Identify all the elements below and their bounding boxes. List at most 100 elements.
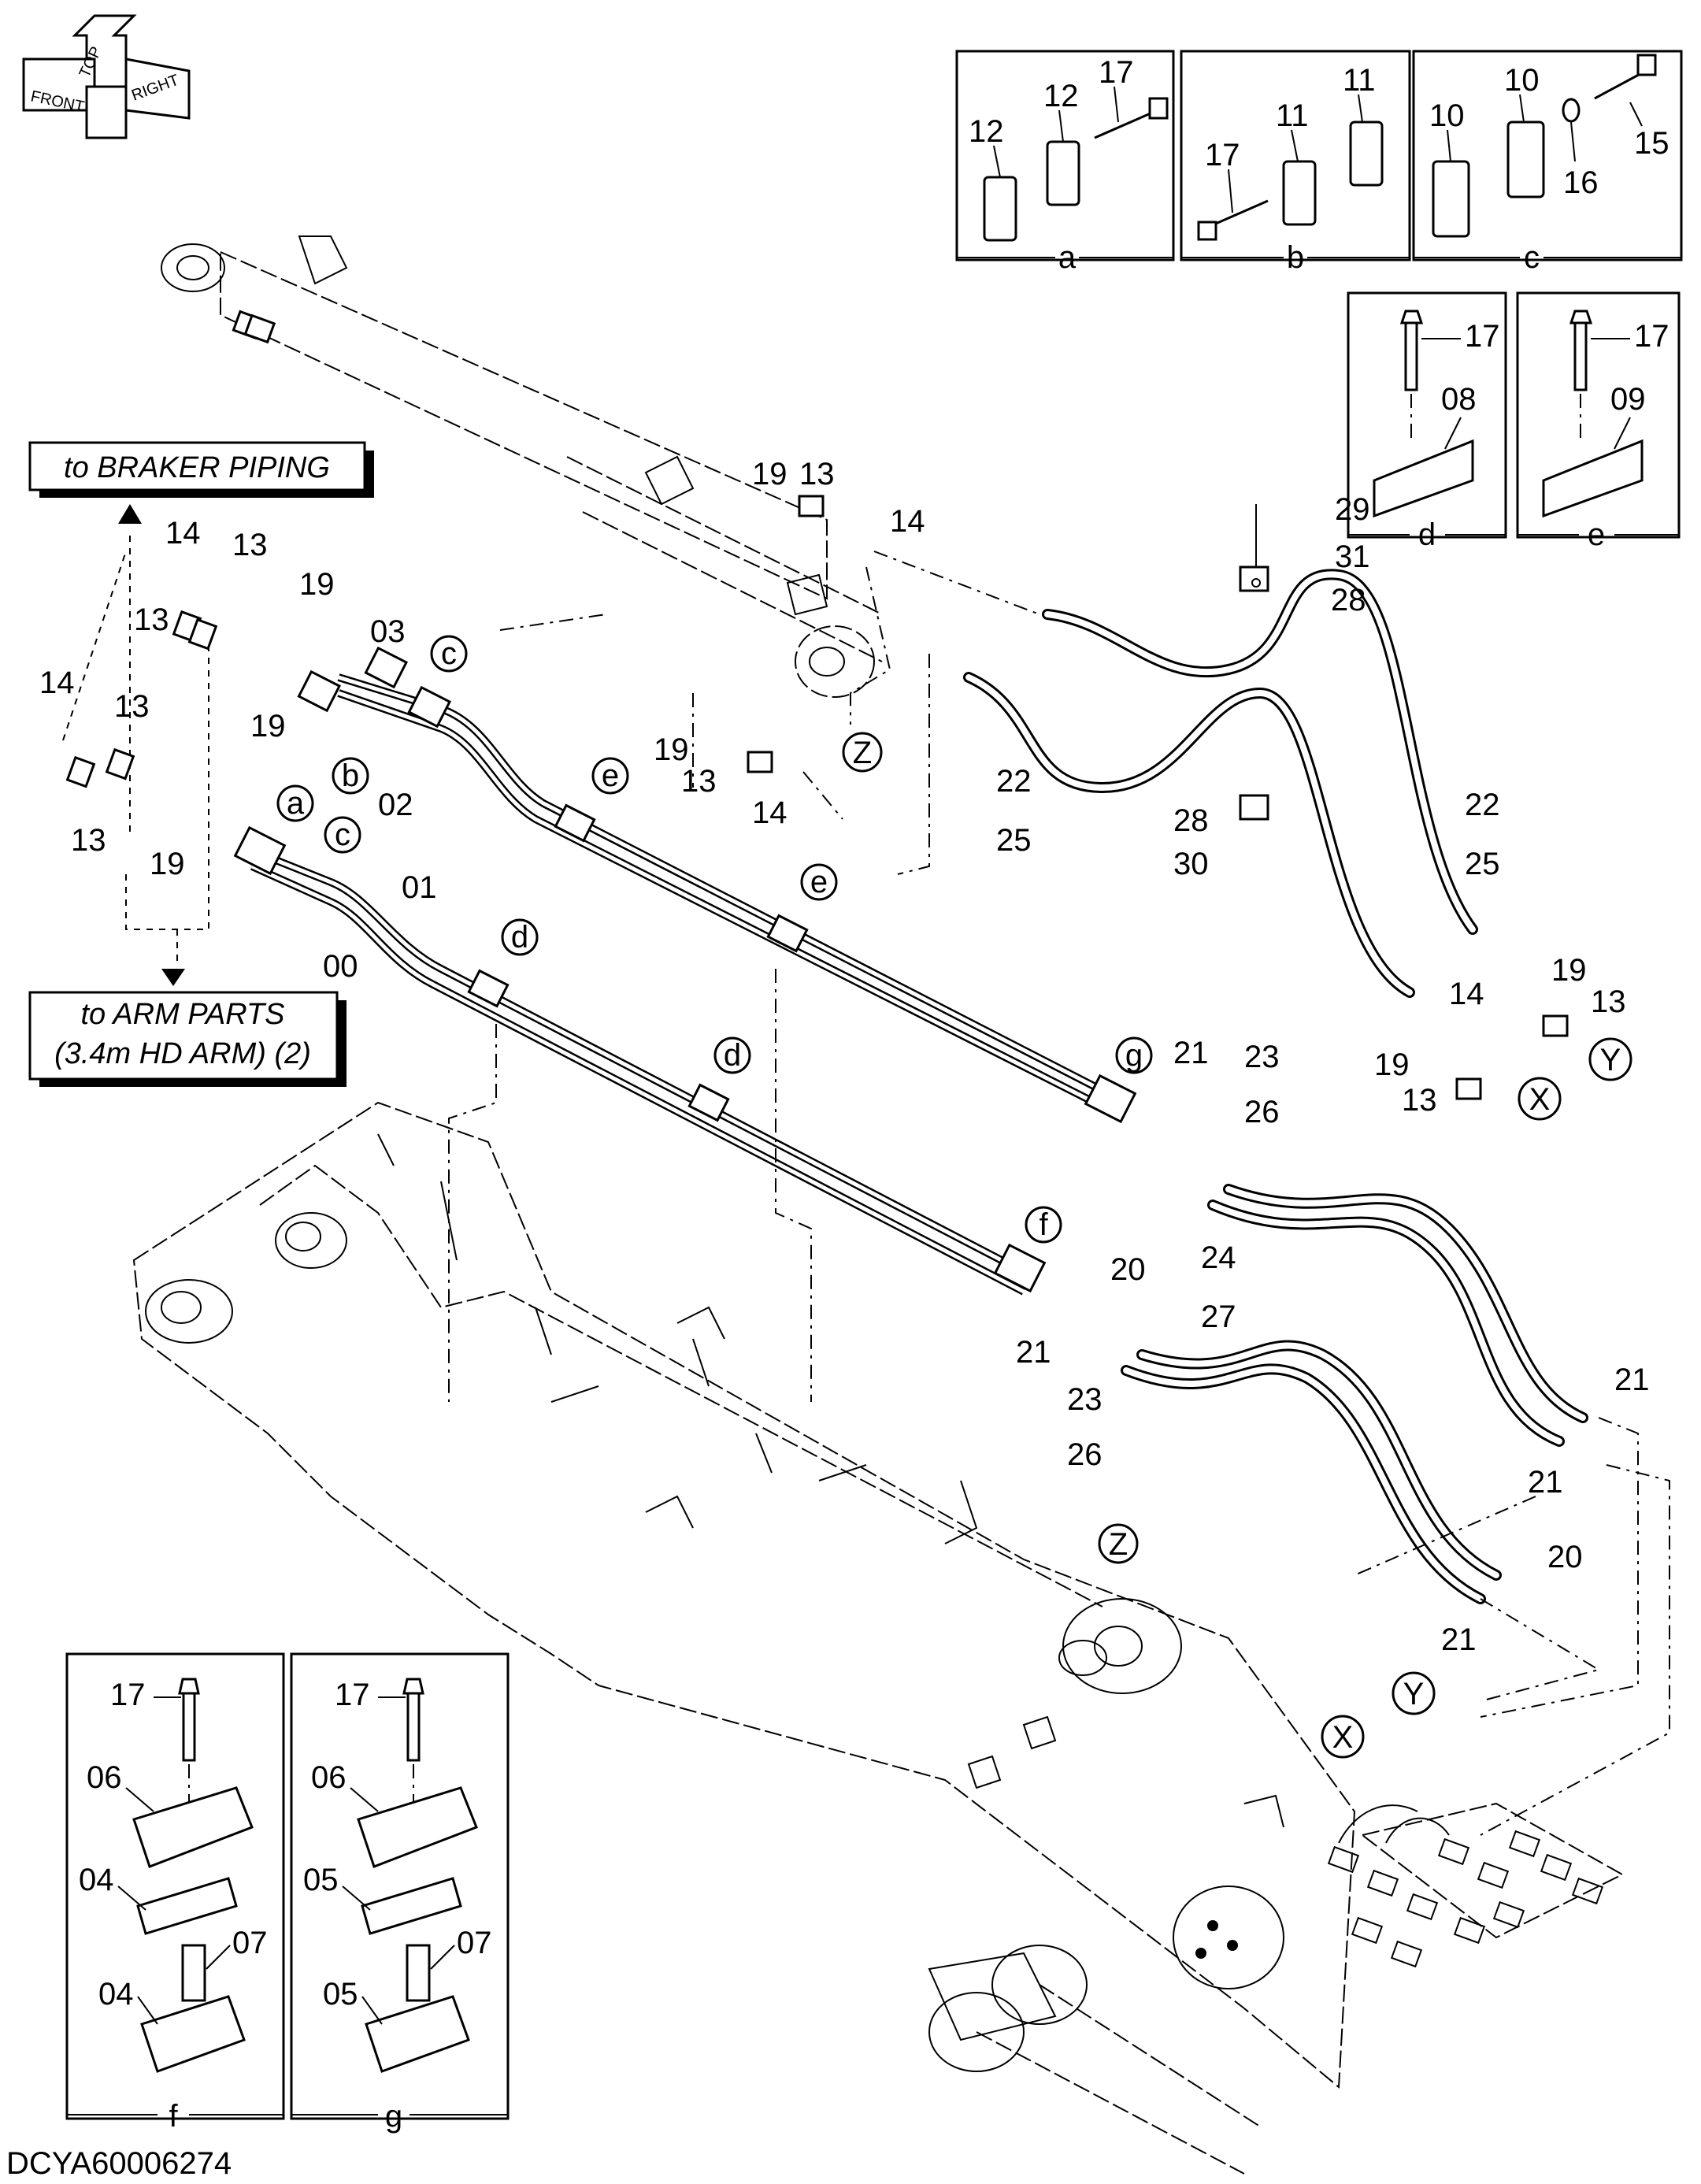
detail-d-caption: d — [1418, 517, 1436, 552]
detail-f-caption: f — [169, 2099, 178, 2134]
part-number-label: 21 — [1441, 1622, 1477, 1657]
part-number-label: 23 — [1244, 1040, 1280, 1074]
detail-box-g: g 17 06 05 07 05 — [290, 1652, 510, 2134]
part-number-label: 02 — [378, 788, 413, 822]
detail-c-caption: c — [1524, 240, 1540, 275]
part-number-label: 24 — [1201, 1240, 1236, 1275]
part-number-label: 21 — [1016, 1335, 1051, 1370]
svg-text:05: 05 — [303, 1863, 339, 1897]
svg-text:16: 16 — [1563, 165, 1599, 200]
part-number-label: 13 — [1591, 984, 1626, 1019]
control-valve-cluster — [1327, 1802, 1625, 1968]
part-number-label: 25 — [1465, 847, 1500, 881]
detail-b-caption: b — [1287, 240, 1304, 275]
part-number-label: 31 — [1335, 540, 1370, 574]
marker-d-lower: d — [724, 1038, 741, 1073]
svg-text:04: 04 — [79, 1863, 114, 1897]
detail-box-d: d 17 08 — [1347, 291, 1507, 552]
part-number-label: 14 — [752, 795, 788, 830]
svg-text:09: 09 — [1610, 382, 1646, 417]
boom-cylinder — [161, 235, 883, 698]
svg-text:12: 12 — [969, 114, 1004, 149]
svg-text:06: 06 — [87, 1760, 122, 1795]
part-number-label: 19 — [654, 732, 689, 767]
part-number-label: 28 — [1173, 803, 1209, 838]
part-number-label: 19 — [250, 709, 286, 743]
part-number-label: 19 — [150, 847, 185, 881]
part-number-label: 19 — [299, 567, 335, 602]
part-number-label: 22 — [996, 764, 1032, 799]
svg-text:10: 10 — [1504, 63, 1540, 98]
svg-text:07: 07 — [457, 1926, 492, 1960]
marker-x-upper: X — [1529, 1082, 1551, 1117]
svg-text:15: 15 — [1634, 126, 1670, 161]
marker-x-lower: X — [1332, 1720, 1354, 1755]
circle-markers: c b a c e e d d g f Z Z X Y X Y — [276, 635, 1632, 1759]
detail-a-caption: a — [1058, 240, 1077, 275]
detail-g-caption: g — [385, 2099, 402, 2134]
part-number-label: 29 — [1335, 492, 1370, 527]
svg-text:05: 05 — [323, 1977, 358, 2012]
svg-text:10: 10 — [1429, 98, 1465, 133]
svg-text:17: 17 — [1205, 138, 1240, 172]
part-number-label: 21 — [1173, 1036, 1209, 1070]
part-number-label: 14 — [39, 666, 75, 700]
part-number-label: 19 — [1374, 1048, 1410, 1082]
part-number-label: 14 — [165, 516, 201, 551]
part-number-label: 27 — [1201, 1300, 1236, 1334]
part-number-label: 20 — [1110, 1252, 1146, 1287]
part-number-label: 13 — [1402, 1083, 1437, 1118]
hoses-23-26 — [1207, 1184, 1588, 1447]
callout-braker-piping: to BRAKER PIPING — [28, 441, 374, 524]
callout-arm-parts: to ARM PARTS (3.4m HD ARM) (2) — [28, 969, 346, 1087]
marker-e-lower: e — [810, 865, 828, 899]
svg-text:12: 12 — [1043, 79, 1079, 113]
part-number-label: 13 — [134, 603, 169, 637]
detail-e-caption: e — [1588, 517, 1605, 552]
steel-pipes-lower — [250, 847, 1034, 1296]
svg-text:06: 06 — [311, 1760, 346, 1795]
part-number-label: 28 — [1331, 583, 1366, 617]
part-number-label: 13 — [799, 457, 835, 491]
detail-box-c: c 10 10 15 16 — [1412, 50, 1683, 275]
svg-text:07: 07 — [232, 1926, 268, 1960]
part-number-label: 03 — [370, 614, 406, 649]
svg-text:(3.4m HD ARM) (2): (3.4m HD ARM) (2) — [54, 1037, 311, 1070]
marker-f: f — [1039, 1207, 1048, 1242]
marker-c-upper: c — [441, 636, 457, 671]
svg-text:11: 11 — [1343, 63, 1376, 98]
part-number-label: 21 — [1528, 1465, 1563, 1500]
marker-g: g — [1125, 1038, 1143, 1073]
part-labels: 14 13 13 19 03 19 02 14 13 13 19 01 00 1… — [39, 457, 1650, 1657]
svg-text:17: 17 — [1634, 319, 1670, 354]
routing-lines — [62, 536, 1670, 1836]
part-number-label: 01 — [402, 870, 437, 905]
marker-d-upper: d — [511, 920, 528, 955]
svg-text:17: 17 — [1099, 55, 1134, 90]
part-number-label: 21 — [1614, 1363, 1650, 1397]
marker-z-upper: Z — [853, 736, 872, 770]
part-number-label: 26 — [1067, 1437, 1102, 1472]
steel-pipes-upper — [337, 673, 1128, 1118]
part-number-label: 25 — [996, 823, 1032, 858]
svg-text:11: 11 — [1276, 98, 1309, 133]
marker-z-lower: Z — [1109, 1527, 1128, 1562]
detail-box-e: e 17 09 — [1516, 291, 1681, 552]
svg-text:17: 17 — [110, 1678, 146, 1712]
part-number-label: 14 — [1449, 977, 1484, 1011]
svg-text:08: 08 — [1441, 382, 1477, 417]
part-number-label: 13 — [71, 823, 106, 858]
svg-text:to BRAKER PIPING: to BRAKER PIPING — [64, 451, 330, 484]
marker-b: b — [342, 758, 359, 793]
part-number-label: 14 — [890, 504, 925, 539]
svg-text:17: 17 — [1465, 319, 1500, 354]
svg-text:to ARM PARTS: to ARM PARTS — [80, 998, 284, 1031]
drawing-id: DCYA60006274 — [6, 2146, 232, 2181]
svg-text:04: 04 — [98, 1977, 134, 2012]
detail-box-a: a 12 12 17 — [955, 50, 1175, 275]
fittings — [65, 310, 1569, 1100]
part-number-label: 00 — [323, 949, 358, 984]
part-number-label: 20 — [1547, 1540, 1583, 1574]
part-number-label: 23 — [1067, 1382, 1102, 1417]
marker-y-lower: Y — [1403, 1677, 1425, 1711]
